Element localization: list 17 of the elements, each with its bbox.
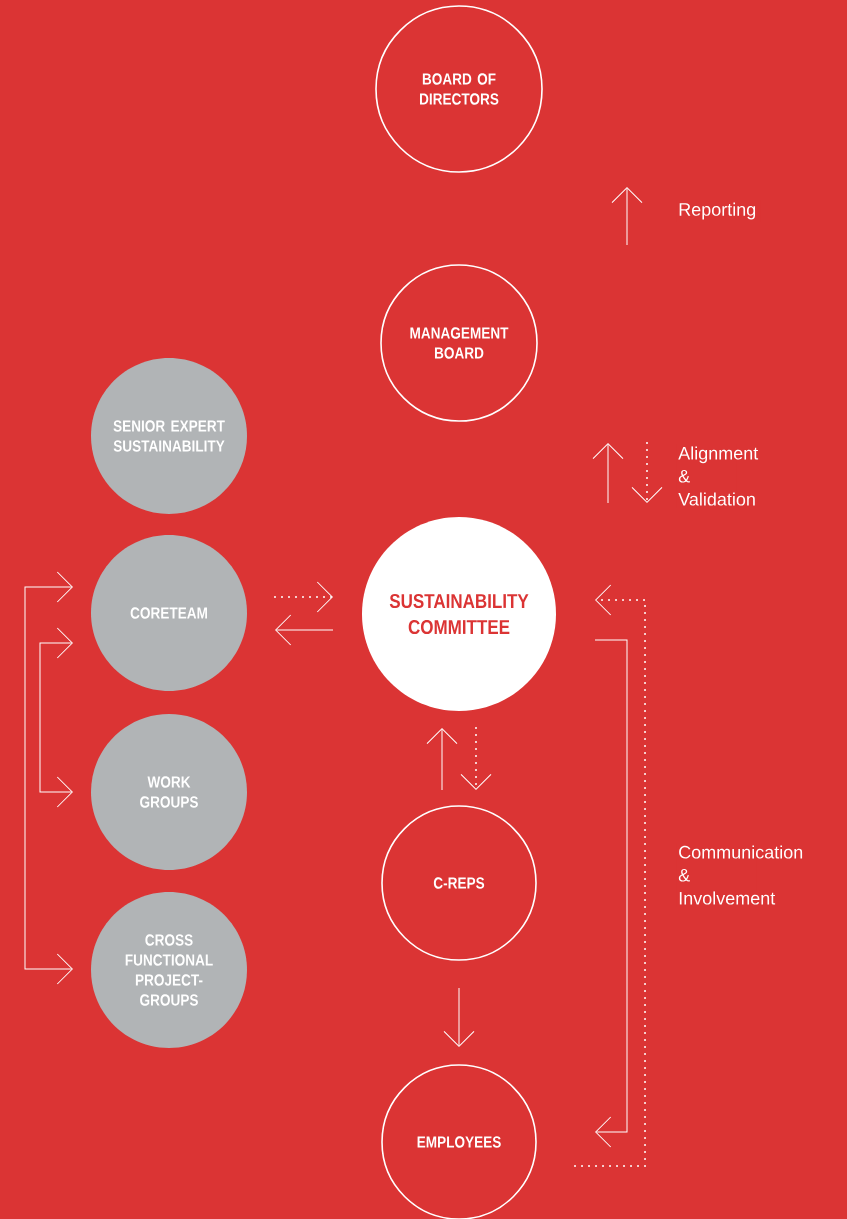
circle-node: WORK GROUPS — [91, 714, 247, 870]
circle-node: MANAGEMENT BOARD — [380, 264, 538, 422]
circle-node: BOARD OF DIRECTORS — [375, 5, 543, 173]
arrow — [574, 584, 646, 1167]
arrow — [426, 728, 458, 791]
circle-node: SUSTAINABILITY COMMITTEE — [362, 517, 556, 711]
arrow — [460, 727, 492, 790]
arrow — [24, 571, 73, 985]
arrow — [594, 639, 628, 1148]
circle-node: CORETEAM — [91, 535, 247, 691]
arrow — [39, 627, 73, 808]
label: Alignment & Validation — [676, 444, 759, 508]
edge-label: Communication & Involvement — [676, 843, 803, 907]
circle-node: C-REPS — [381, 805, 537, 961]
circle-node: SENIOR EXPERT SUSTAINABILITY — [91, 358, 247, 514]
circle-node: CROSS FUNCTIONAL PROJECT-GROUPS — [91, 892, 247, 1048]
label: Reporting — [676, 200, 761, 222]
